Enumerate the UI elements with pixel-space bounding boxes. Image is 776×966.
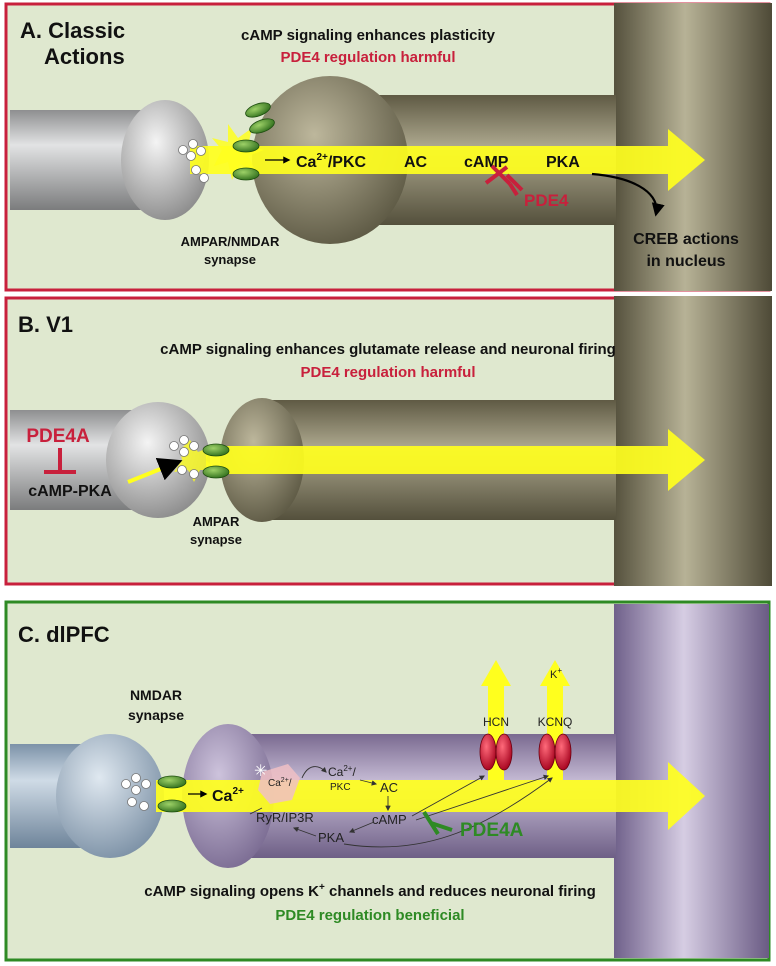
arrow-camp-to-hcn-c xyxy=(411,775,485,817)
panel-b-title: B. V1 xyxy=(18,312,73,337)
glutamate-burst-a xyxy=(212,124,264,180)
synapse-label-line2-a: synapse xyxy=(204,252,256,267)
ca-small-sup-c: 2+ xyxy=(281,777,289,784)
svg-text:Actions: Actions xyxy=(44,44,125,69)
synapse-label-line2-c: synapse xyxy=(128,707,184,723)
bouton-c xyxy=(56,734,164,858)
panel-c-subtitle-sup: + xyxy=(319,882,325,893)
arrow-pka-to-creb-a xyxy=(591,172,665,217)
svg-text:Ca2+/: Ca2+/ xyxy=(328,764,356,779)
arrow-camp-pka-to-bouton-b xyxy=(127,457,183,484)
ac-label-c: AC xyxy=(380,780,398,795)
arrow-ca-to-pkc-c xyxy=(301,766,327,779)
pka-label-a: PKA xyxy=(546,154,580,171)
panel-b-subtitle: cAMP signaling enhances glutamate releas… xyxy=(160,341,616,358)
receptors-b xyxy=(202,443,230,479)
inhibition-bar-pde4-a xyxy=(484,164,524,197)
ca-label-c: Ca xyxy=(212,788,233,805)
svg-text:Ca2+/PKC: Ca2+/PKC xyxy=(296,152,367,171)
panel-a-subtitle: cAMP signaling enhances plasticity xyxy=(241,27,496,44)
kcnq-channel-c xyxy=(538,733,572,771)
bouton-a xyxy=(121,100,209,220)
camp-label-c: cAMP xyxy=(372,812,407,827)
creb-label-line1-a: CREB actions xyxy=(633,231,739,248)
svg-text:Ca2+: Ca2+ xyxy=(212,786,244,805)
ca-pkc-label-c: Ca xyxy=(328,765,344,779)
receptors-c xyxy=(157,775,187,813)
vesicles-c xyxy=(121,773,151,811)
pde4a-label-c: PDE4A xyxy=(460,820,524,841)
arrow-ca-to-ryr-c xyxy=(249,807,263,815)
camp-label-a: cAMP xyxy=(464,154,509,171)
panel-a-title-line2: Actions xyxy=(44,44,125,69)
pkc-label-c: PKC xyxy=(330,782,351,793)
pka-label-c: PKA xyxy=(318,830,344,845)
ac-label-a: AC xyxy=(404,154,428,171)
svg-text:A. Classic: A. Classic xyxy=(20,18,125,43)
ca-sup-a: 2+ xyxy=(316,152,328,163)
panel-a-regulation: PDE4 regulation harmful xyxy=(280,49,455,66)
pde4-label-a: PDE4 xyxy=(524,191,569,210)
arrow-camp-to-pka-c xyxy=(349,821,375,833)
ca-pkc-sup-c: 2+ xyxy=(343,764,352,773)
panel-c-regulation: PDE4 regulation beneficial xyxy=(275,907,464,924)
arrow-pka-to-kcnq-c xyxy=(343,777,553,848)
hcn-channel-c xyxy=(479,733,513,771)
panel-c-subtitle-pre: cAMP signaling opens K xyxy=(144,883,319,900)
ca-store-c xyxy=(258,764,300,804)
ca-small-slash-c: / xyxy=(289,778,292,789)
pkc-label-a: /PKC xyxy=(328,154,367,171)
camp-pka-label-b: cAMP-PKA xyxy=(28,483,112,500)
receptors-a xyxy=(232,102,275,181)
arrow-camp-to-kcnq-c xyxy=(415,774,550,821)
panel-c-title: C. dlPFC xyxy=(18,622,110,647)
panel-c-subtitle-post: channels and reduces neuronal firing xyxy=(325,883,596,900)
synapse-label-line1-c: NMDAR xyxy=(130,687,182,703)
synapse-label-line1-b: AMPAR xyxy=(193,514,240,529)
asterisk-mark-c: ✳ xyxy=(254,763,267,780)
panel-a-title-line1: A. Classic xyxy=(20,18,125,43)
k-label-c: K xyxy=(550,669,558,681)
panel-c: C. dlPFC NMDAR synapse Ca2+ ✳ Ca2+/ Ca2+… xyxy=(4,600,771,962)
pde4a-label-b: PDE4A xyxy=(26,426,90,447)
creb-label-line2-a: in nucleus xyxy=(646,253,725,270)
ca-sup-c: 2+ xyxy=(232,786,244,797)
kcnq-label-c: KCNQ xyxy=(538,715,573,729)
vesicles-a xyxy=(178,139,209,183)
ca-small-label-c: Ca xyxy=(268,778,281,789)
svg-text:K+: K+ xyxy=(550,666,562,681)
k-sup-c: + xyxy=(557,666,562,675)
hcn-arrow-head-c xyxy=(481,660,511,686)
signal-arrow-a xyxy=(190,129,705,191)
inhibition-bar-pde4a-c xyxy=(422,810,453,836)
dendrite-shaft-b xyxy=(614,296,772,586)
synapse-label-line2-b: synapse xyxy=(190,532,242,547)
hcn-label-c: HCN xyxy=(483,715,509,729)
svg-text:cAMP signaling opens K+ channe: cAMP signaling opens K+ channels and red… xyxy=(144,882,596,900)
arrow-pka-to-ryr-c xyxy=(292,826,317,837)
signal-arrow-b xyxy=(206,429,705,491)
kcnq-arrow-head-c xyxy=(540,660,570,686)
inhibition-bar-pde4a-b xyxy=(44,448,76,474)
svg-text:Ca2+/: Ca2+/ xyxy=(268,777,292,789)
panel-b: B. V1 cAMP signaling enhances glutamate … xyxy=(4,296,772,586)
panel-a: A. Classic Actions cAMP signaling enhanc… xyxy=(4,2,772,292)
ryr-label-c: RyR/IP3R xyxy=(256,810,314,825)
signal-arrow-c xyxy=(156,762,705,830)
panel-b-regulation: PDE4 regulation harmful xyxy=(300,364,475,381)
synapse-label-line1-a: AMPAR/NMDAR xyxy=(181,234,280,249)
arrow-pkc-to-ac-c xyxy=(359,779,378,786)
ca-label-a: Ca xyxy=(296,154,317,171)
